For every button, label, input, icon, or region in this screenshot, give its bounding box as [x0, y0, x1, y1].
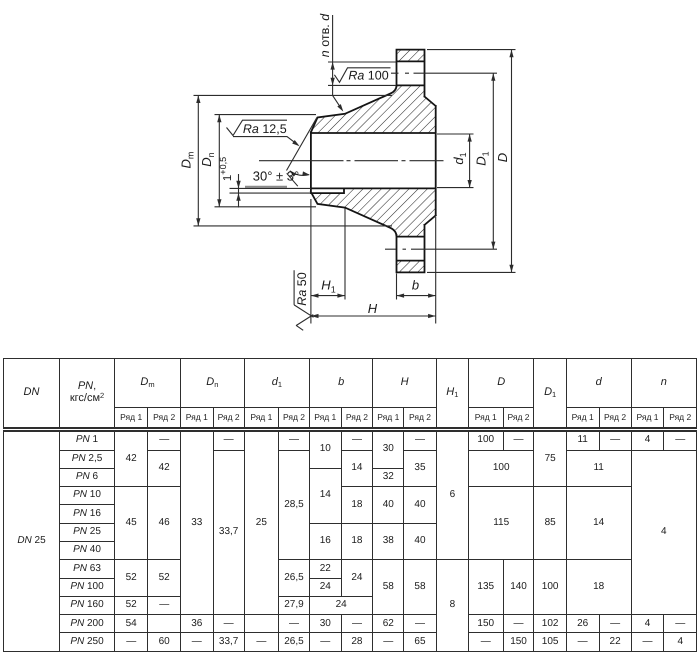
svg-text:30° ± 3°: 30° ± 3° [253, 169, 299, 184]
svg-text:b: b [412, 278, 419, 293]
svg-text:Ra 100: Ra 100 [348, 69, 388, 83]
svg-text:H: H [368, 301, 378, 316]
svg-text:D: D [495, 153, 510, 162]
svg-text:Ra 50: Ra 50 [295, 272, 309, 305]
svg-text:Ra 12,5: Ra 12,5 [243, 122, 287, 136]
svg-text:n отв. d: n отв. d [318, 13, 332, 57]
